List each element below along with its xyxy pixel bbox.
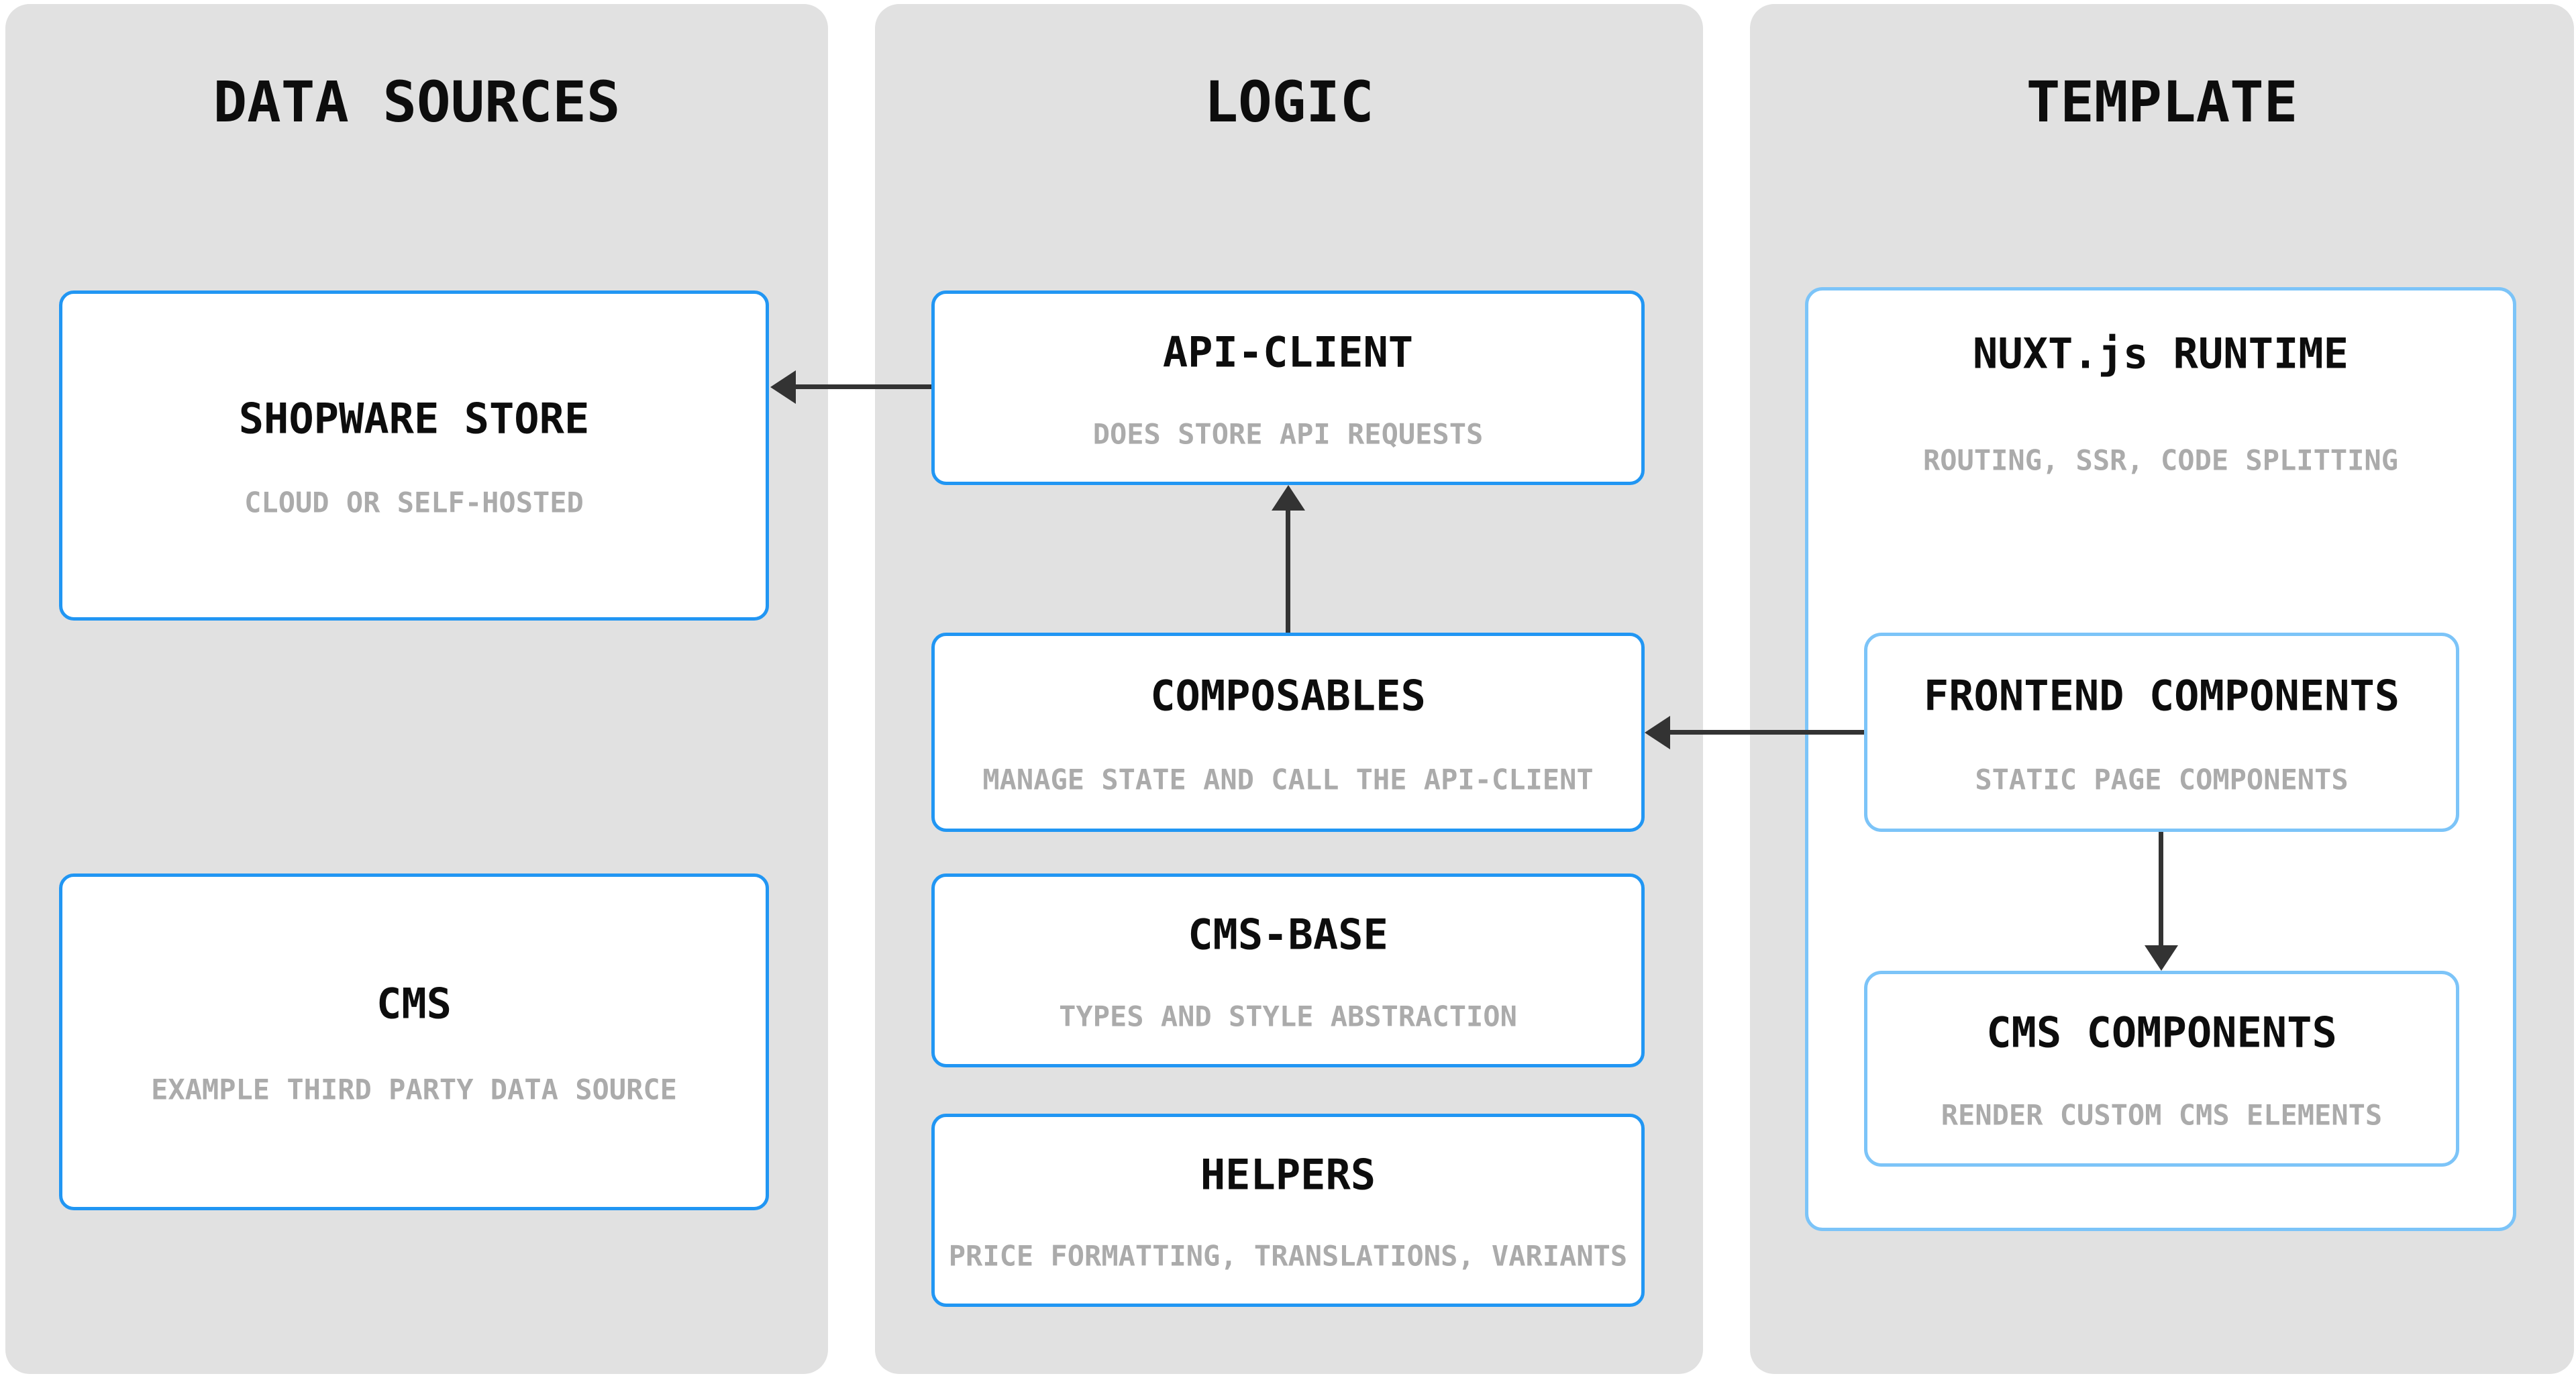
arrowhead-left-icon [1645, 716, 1670, 749]
node-subtitle: STATIC PAGE COMPONENTS [1975, 763, 2349, 796]
column-title-template: TEMPLATE [2026, 69, 2298, 135]
node-composables: COMPOSABLES MANAGE STATE AND CALL THE AP… [931, 633, 1645, 832]
node-api-client: API-CLIENT DOES STORE API REQUESTS [931, 290, 1645, 485]
arrow-line [1670, 730, 1864, 735]
column-title-logic: LOGIC [1204, 69, 1374, 135]
node-subtitle: ROUTING, SSR, CODE SPLITTING [1922, 443, 2398, 477]
arrow-line [796, 384, 931, 389]
node-subtitle: RENDER CUSTOM CMS ELEMENTS [1941, 1098, 2383, 1132]
node-title: HELPERS [1200, 1150, 1376, 1200]
node-shopware-store: SHOPWARE STORE CLOUD OR SELF-HOSTED [59, 290, 769, 621]
node-title: SHOPWARE STORE [238, 394, 590, 443]
node-helpers: HELPERS PRICE FORMATTING, TRANSLATIONS, … [931, 1114, 1645, 1307]
node-title: NUXT.js RUNTIME [1973, 329, 2349, 378]
node-title: API-CLIENT [1162, 327, 1414, 377]
node-title: COMPOSABLES [1150, 671, 1426, 721]
node-subtitle: EXAMPLE THIRD PARTY DATA SOURCE [151, 1073, 677, 1106]
node-title: CMS [376, 979, 452, 1028]
arrowhead-down-icon [2145, 945, 2178, 971]
column-title-data-sources: DATA SOURCES [213, 69, 621, 135]
node-subtitle: CLOUD OR SELF-HOSTED [244, 486, 584, 519]
node-subtitle: MANAGE STATE AND CALL THE API-CLIENT [982, 763, 1594, 796]
node-frontend-components: FRONTEND COMPONENTS STATIC PAGE COMPONEN… [1864, 633, 2459, 832]
node-subtitle: DOES STORE API REQUESTS [1092, 417, 1484, 451]
node-cms: CMS EXAMPLE THIRD PARTY DATA SOURCE [59, 873, 769, 1210]
node-subtitle: TYPES AND STYLE ABSTRACTION [1059, 1000, 1517, 1033]
node-title: CMS-BASE [1188, 910, 1388, 959]
arrowhead-up-icon [1272, 485, 1305, 511]
node-title: FRONTEND COMPONENTS [1923, 671, 2400, 721]
arrow-line [1286, 511, 1290, 633]
node-cms-base: CMS-BASE TYPES AND STYLE ABSTRACTION [931, 873, 1645, 1067]
node-title: CMS COMPONENTS [1986, 1008, 2337, 1057]
arrow-line [2159, 832, 2163, 945]
arrowhead-left-icon [770, 370, 796, 404]
node-cms-components: CMS COMPONENTS RENDER CUSTOM CMS ELEMENT… [1864, 971, 2459, 1167]
node-subtitle: PRICE FORMATTING, TRANSLATIONS, VARIANTS [948, 1239, 1628, 1273]
